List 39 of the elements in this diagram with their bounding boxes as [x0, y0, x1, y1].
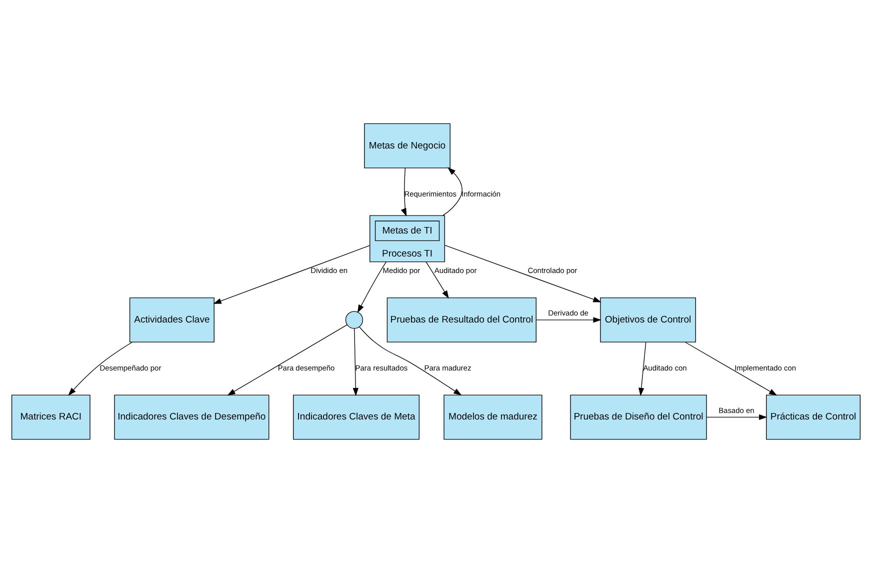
arrow — [352, 328, 359, 396]
node-box: Metas de TI — [374, 220, 440, 242]
arrow — [359, 326, 462, 396]
edge-label: Medido por — [382, 266, 420, 276]
edge-label: Dividido en — [310, 266, 348, 276]
arrow — [68, 342, 133, 396]
node-box: Matrices RACI — [11, 394, 90, 440]
node-box: Indicadores Claves de Desempeño — [114, 394, 270, 440]
edge-label: Desempeñado por — [100, 363, 162, 372]
edge-label: Implementado con — [734, 363, 796, 372]
node-box: Actividades Clave — [129, 297, 214, 342]
node-box: Pruebas de Resultado del Control — [386, 297, 536, 342]
arrow — [536, 317, 602, 323]
edge-label: Derivado de — [548, 308, 588, 318]
arrow — [442, 167, 462, 216]
arrow — [444, 244, 602, 302]
edge-label: Información — [462, 189, 501, 198]
node-box: Objetivos de Control — [600, 297, 696, 342]
arrow — [227, 324, 348, 396]
arrow — [400, 168, 407, 216]
edge-label: Basado en — [718, 406, 754, 415]
node-box: Pruebas de Diseño del Control — [570, 394, 707, 440]
node-box: Modelos de madurez — [444, 394, 542, 440]
edge-label: Para resultados — [355, 363, 408, 372]
edge-label: Controlado por — [528, 266, 578, 276]
edge-label: Auditado por — [434, 266, 477, 276]
arrow — [213, 245, 370, 304]
edge-label: Para desempeño — [278, 363, 335, 372]
arrow — [357, 261, 387, 313]
arrow — [684, 342, 778, 396]
node-box: Metas de Negocio — [364, 123, 450, 168]
node-box: Prácticas de Control — [766, 394, 861, 440]
edge-label: Para madurez — [424, 363, 472, 372]
node-box: Indicadores Claves de Meta — [293, 394, 420, 440]
arrow — [706, 414, 768, 420]
edge-label: Requerimientos — [404, 189, 457, 198]
arrow — [638, 342, 646, 396]
arrow — [426, 261, 449, 299]
node-circle — [345, 311, 364, 329]
